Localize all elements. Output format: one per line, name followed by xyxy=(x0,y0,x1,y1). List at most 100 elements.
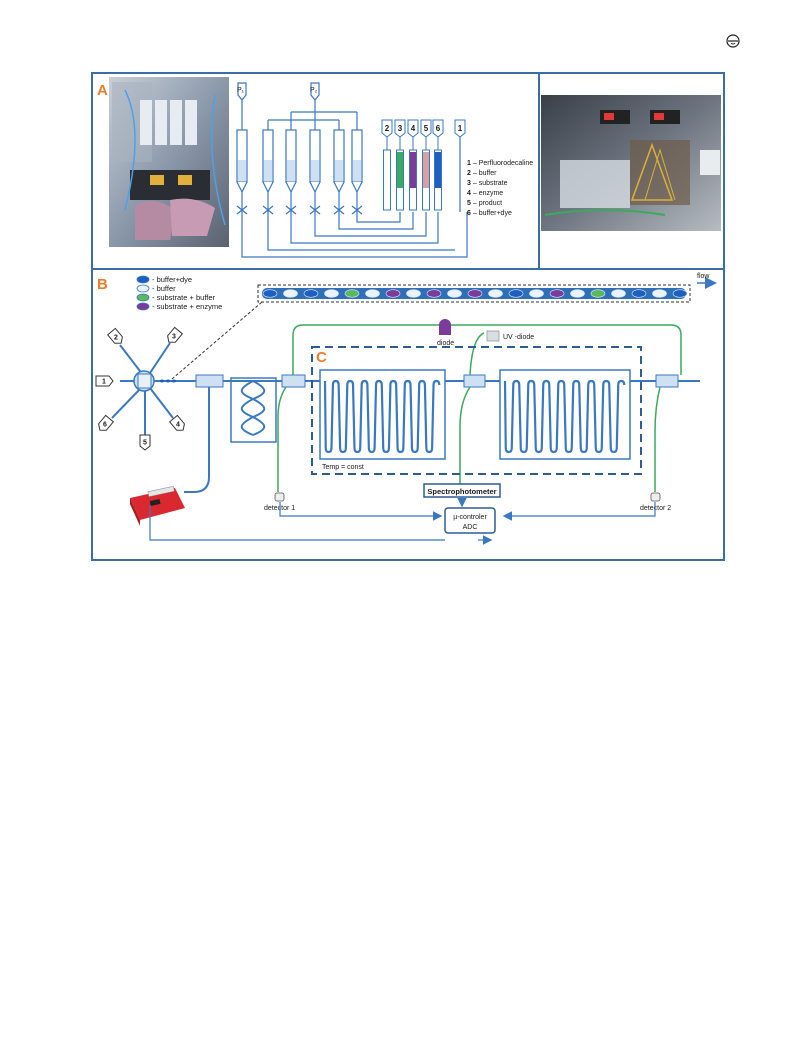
droplet-zoom-box xyxy=(257,284,691,303)
zoom-line xyxy=(171,301,263,380)
syringe-2 xyxy=(262,129,274,218)
droplet-dots xyxy=(160,379,176,383)
syringe-4 xyxy=(309,129,321,218)
pressure-p1: P₁ xyxy=(237,87,245,94)
syringe-5 xyxy=(333,129,345,218)
legend-a-item: 3 – substrate xyxy=(467,180,508,187)
pressure-schematic xyxy=(237,82,358,130)
serpentine-chip-2 xyxy=(499,369,631,460)
valve-port-label: 5 xyxy=(143,440,147,447)
valve-port-6: 6 xyxy=(98,414,115,431)
valve-port-label: 3 xyxy=(172,334,176,341)
syringe-6 xyxy=(351,129,363,218)
legend-a-item: 5 – product xyxy=(467,200,502,207)
panel-a-label: A xyxy=(97,82,108,99)
droplet-buffer xyxy=(447,289,462,298)
page-corner-icon xyxy=(726,34,740,48)
droplet-dye xyxy=(262,289,278,298)
droplet-purple xyxy=(467,289,483,298)
controller-line1: µ-controler xyxy=(453,514,487,521)
panel-a-manifold xyxy=(241,212,468,258)
temp-label: Temp = const xyxy=(322,464,364,471)
droplet-train xyxy=(262,289,688,298)
reservoir-number: 1 xyxy=(458,124,463,133)
panel-b-label: B xyxy=(97,276,108,293)
droplet-buffer xyxy=(283,289,298,298)
droplet-buffer xyxy=(570,289,585,298)
valve-port-4: 4 xyxy=(168,414,185,431)
detector-2-icon xyxy=(650,492,661,502)
droplet-buffer xyxy=(324,289,339,298)
uv-diode-label: UV -diode xyxy=(503,334,534,341)
valve-port-5: 5 xyxy=(139,434,151,451)
signal-lines xyxy=(149,497,656,545)
legend-b-item: - buffer xyxy=(136,284,176,293)
droplet-buffer xyxy=(611,289,626,298)
detector-2-label: detector 2 xyxy=(640,505,671,512)
panel-b-legend: - buffer+dye - buffer - substrate + buff… xyxy=(136,275,222,311)
flow-cell-3 xyxy=(655,374,679,388)
flow-cell-1 xyxy=(281,374,306,388)
syringe-array xyxy=(236,129,363,218)
controller-line2: ADC xyxy=(463,524,478,531)
reservoir-3: 3 xyxy=(394,119,406,211)
syringe-3 xyxy=(285,129,297,218)
legend-b-text: - substrate + enzyme xyxy=(152,302,222,311)
flow-cell-2 xyxy=(463,374,486,388)
valve-port-label: 2 xyxy=(114,335,118,342)
droplet-buffer xyxy=(652,289,667,298)
droplet-green xyxy=(344,289,360,298)
reservoir-number: 5 xyxy=(424,124,429,133)
droplet-purple xyxy=(385,289,401,298)
valve-port-label: 6 xyxy=(103,422,107,429)
reservoir-number: 2 xyxy=(385,124,390,133)
valve-port-label: 4 xyxy=(176,422,180,429)
droplet-buffer xyxy=(488,289,503,298)
reservoir-2: 2 xyxy=(381,119,393,211)
valve-ports: 1 2 3 4 5 6 xyxy=(95,326,185,451)
syringe-1 xyxy=(236,129,248,218)
mixer-chip xyxy=(230,377,277,443)
valve-port-1: 1 xyxy=(95,375,114,387)
spectrophotometer-label: Spectrophotometer xyxy=(427,487,496,496)
pressure-p2: P₂ xyxy=(310,87,318,94)
legend-a-item: 4 – enzyme xyxy=(467,190,503,197)
droplet-dye xyxy=(631,289,647,298)
legend-b-item: - buffer+dye xyxy=(136,275,192,284)
droplet-green xyxy=(590,289,606,298)
reservoir-6: 6 xyxy=(432,119,444,211)
reservoir-number: 6 xyxy=(436,124,441,133)
diode-label: diode xyxy=(437,340,454,347)
flow-label: flow xyxy=(697,273,710,280)
serpentine-chip-1 xyxy=(319,369,446,460)
legend-a-item: 1 – Perfluorodecaline xyxy=(467,160,533,167)
legend-b-text: - buffer+dye xyxy=(152,275,192,284)
photo-setup xyxy=(541,95,721,231)
valve-port-label: 1 xyxy=(102,379,106,386)
droplet-purple xyxy=(426,289,442,298)
panel-c-frame xyxy=(311,346,642,475)
droplet-buffer xyxy=(365,289,380,298)
panel-c-label: C xyxy=(316,349,327,366)
droplet-dye xyxy=(508,289,524,298)
droplet-dye xyxy=(672,289,688,298)
legend-b-text: - substrate + buffer xyxy=(152,293,216,302)
selector-valve xyxy=(111,342,174,435)
valve-port-3: 3 xyxy=(167,326,184,343)
droplet-dye xyxy=(303,289,319,298)
syringe-pump xyxy=(130,486,185,526)
legend-a-item: 2 – buffer xyxy=(467,170,497,177)
diode xyxy=(439,319,451,335)
legend-a-item: 6 – buffer+dye xyxy=(467,210,512,217)
reservoir-number: 4 xyxy=(411,124,416,133)
legend-b-item: - substrate + enzyme xyxy=(136,302,222,311)
t-junction xyxy=(184,374,224,493)
reservoir-4: 4 xyxy=(407,119,419,211)
valve-port-2: 2 xyxy=(106,327,123,344)
reservoir-5: 5 xyxy=(420,119,432,211)
legend-b-item: - substrate + buffer xyxy=(136,293,216,302)
detector-1-icon xyxy=(274,492,285,502)
optical-fibers xyxy=(277,324,682,492)
